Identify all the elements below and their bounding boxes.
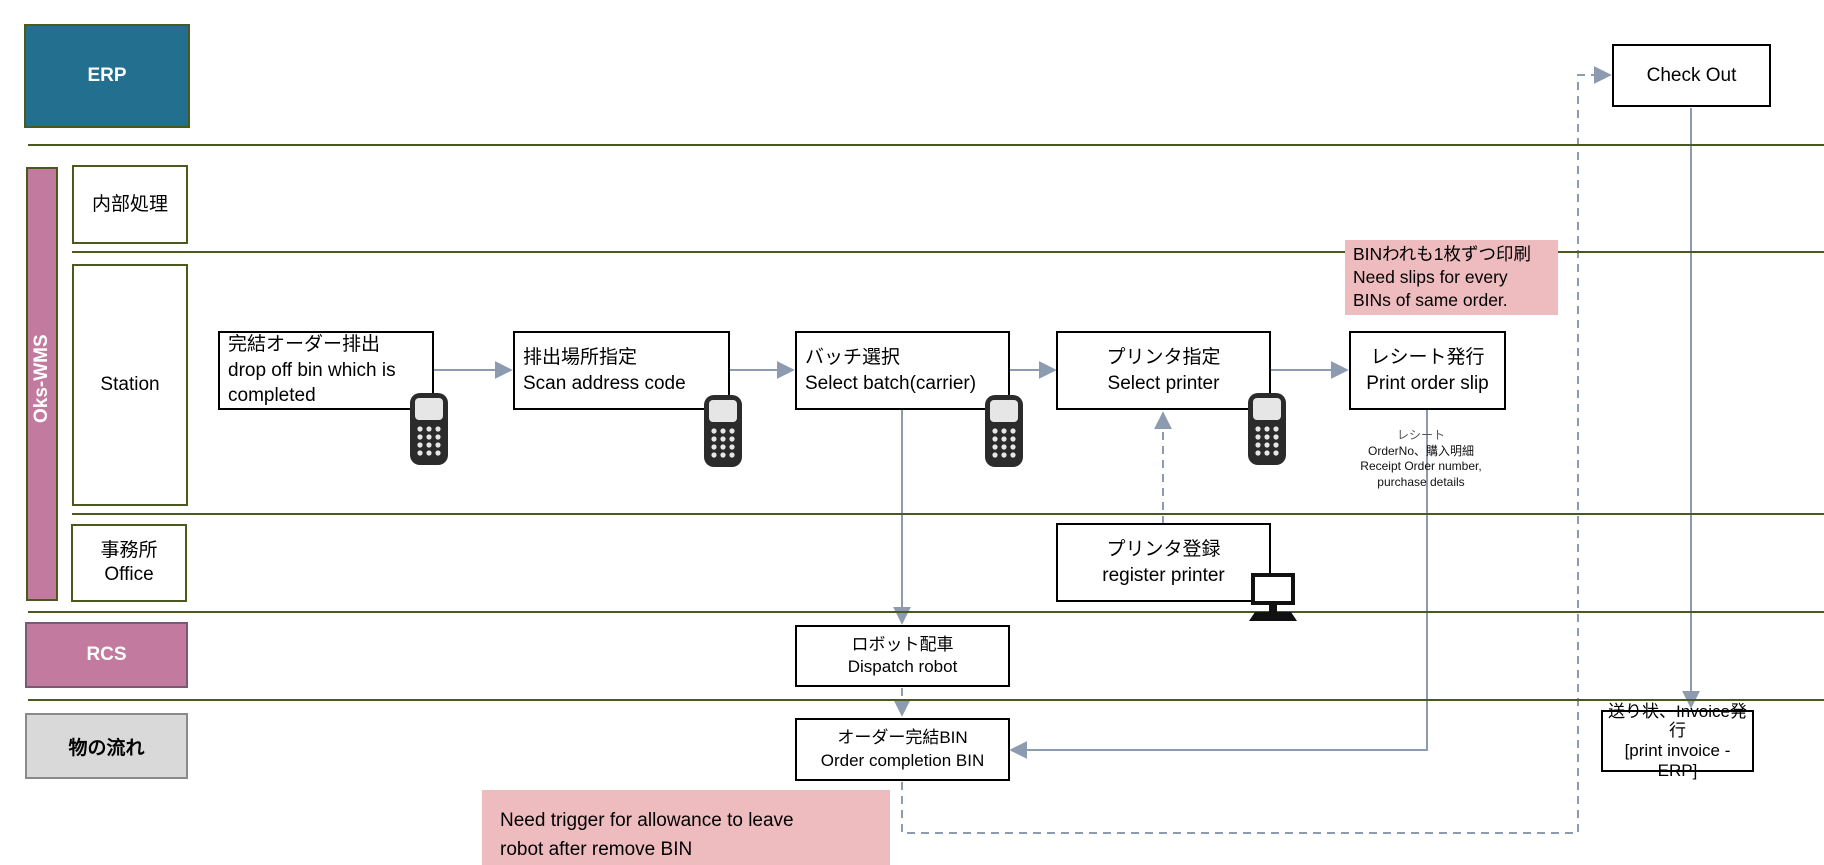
step-select-printer-jp: プリンタ指定 bbox=[1106, 346, 1221, 368]
lane-internal-label: 内部処理 bbox=[91, 193, 168, 215]
step-select-batch-jp: バッチ選択 bbox=[805, 346, 901, 368]
step-select-batch-en: Select batch(carrier) bbox=[805, 372, 977, 394]
arrow-slip-to-bin bbox=[1009, 410, 1428, 759]
receipt-label-order-jp: OrderNo、購入明細 bbox=[1367, 443, 1474, 458]
lane-goods-flow: 物の流れ bbox=[25, 713, 188, 779]
step-select-printer-en: Select printer bbox=[1107, 372, 1220, 394]
note-trigger-line1: Need trigger for allowance to leave bbox=[500, 810, 794, 831]
receipt-label-jp: レシート bbox=[1396, 428, 1445, 442]
lane-oks-wms-label: Oks-WMS bbox=[31, 334, 52, 423]
receipt-label: レシート OrderNo、購入明細 Receipt Order number, … bbox=[1348, 428, 1494, 490]
step-drop-off-bin[interactable]: 完結オーダー排出 drop off bin which is completed bbox=[218, 331, 434, 410]
note-slips-line2: Need slips for every bbox=[1353, 266, 1508, 287]
lane-divider-internal bbox=[72, 251, 1824, 253]
step-register-printer-jp: プリンタ登録 bbox=[1106, 538, 1221, 560]
step-dispatch-robot-en: Dispatch robot bbox=[847, 657, 958, 676]
lane-office: 事務所 Office bbox=[71, 524, 187, 602]
step-print-order-slip-en: Print order slip bbox=[1366, 372, 1489, 394]
lane-station-label: Station bbox=[100, 374, 160, 396]
step-drop-off-bin-jp: 完結オーダー排出 bbox=[228, 334, 381, 356]
desktop-computer-icon bbox=[1249, 573, 1297, 621]
step-drop-off-bin-en1: drop off bin which is bbox=[228, 359, 396, 381]
step-scan-address-jp: 排出場所指定 bbox=[523, 346, 638, 368]
step-scan-address-en: Scan address code bbox=[523, 372, 686, 394]
step-print-invoice[interactable]: 送り状、Invoice発 行 [print invoice - ERP] bbox=[1601, 702, 1754, 780]
note-trigger-line2: robot after remove BIN bbox=[500, 839, 693, 861]
handheld-scanner-icon bbox=[985, 395, 1023, 467]
step-print-invoice-line2: 行 bbox=[1669, 721, 1686, 741]
note-slips-line1: BINわれも1枚ずつ印刷 bbox=[1353, 244, 1532, 264]
lane-rcs-label: RCS bbox=[86, 644, 127, 665]
lane-divider-rcs bbox=[28, 699, 1824, 701]
lane-station: Station bbox=[72, 264, 188, 506]
lane-divider-erp bbox=[28, 144, 1824, 146]
note-robot-leave-trigger: Need trigger for allowance to leave robo… bbox=[482, 790, 890, 865]
step-print-order-slip[interactable]: レシート発行 Print order slip bbox=[1349, 331, 1506, 410]
lane-oks-wms bbox=[26, 167, 58, 601]
step-dispatch-robot-jp: ロボット配車 bbox=[851, 634, 954, 654]
lane-divider-office bbox=[28, 611, 1824, 613]
lane-rcs: RCS bbox=[25, 622, 188, 688]
lane-divider-station bbox=[72, 513, 1824, 515]
step-order-completion-bin-en: Order completion BIN bbox=[820, 750, 985, 770]
handheld-scanner-icon bbox=[410, 393, 448, 465]
step-drop-off-bin-en2: completed bbox=[228, 385, 316, 407]
step-print-invoice-line1: 送り状、Invoice発 bbox=[1608, 701, 1747, 721]
step-print-order-slip-jp: レシート発行 bbox=[1370, 346, 1485, 368]
step-select-printer[interactable]: プリンタ指定 Select printer bbox=[1056, 331, 1271, 410]
step-dispatch-robot[interactable]: ロボット配車 Dispatch robot bbox=[795, 625, 1010, 687]
lane-internal: 内部処理 bbox=[72, 165, 188, 244]
handheld-scanner-icon bbox=[1248, 393, 1286, 465]
step-order-completion-bin-jp: オーダー完結BIN bbox=[837, 728, 968, 748]
lane-erp-label: ERP bbox=[87, 65, 127, 86]
note-slips-line3: BINs of same order. bbox=[1353, 289, 1508, 310]
step-print-invoice-line3: [print invoice - ERP] bbox=[1624, 741, 1731, 780]
lane-office-label-jp: 事務所 bbox=[100, 540, 158, 562]
step-scan-address[interactable]: 排出場所指定 Scan address code bbox=[513, 331, 730, 410]
step-check-out[interactable]: Check Out bbox=[1612, 44, 1771, 107]
step-register-printer-en: register printer bbox=[1102, 564, 1225, 586]
receipt-label-en1: Receipt Order number, bbox=[1360, 459, 1482, 474]
lane-office-label-en: Office bbox=[104, 564, 154, 585]
receipt-label-en2: purchase details bbox=[1377, 474, 1465, 489]
note-slips-per-bin: BINわれも1枚ずつ印刷 Need slips for every BINs o… bbox=[1345, 240, 1558, 315]
arrow-bin-to-checkout bbox=[901, 66, 1612, 834]
step-register-printer[interactable]: プリンタ登録 register printer bbox=[1056, 523, 1271, 602]
lane-erp: ERP bbox=[24, 24, 190, 128]
step-order-completion-bin[interactable]: オーダー完結BIN Order completion BIN bbox=[795, 718, 1010, 781]
step-check-out-label: Check Out bbox=[1646, 64, 1737, 86]
lane-goods-flow-label: 物の流れ bbox=[68, 737, 145, 759]
handheld-scanner-icon bbox=[704, 395, 742, 467]
step-select-batch[interactable]: バッチ選択 Select batch(carrier) bbox=[795, 331, 1010, 410]
